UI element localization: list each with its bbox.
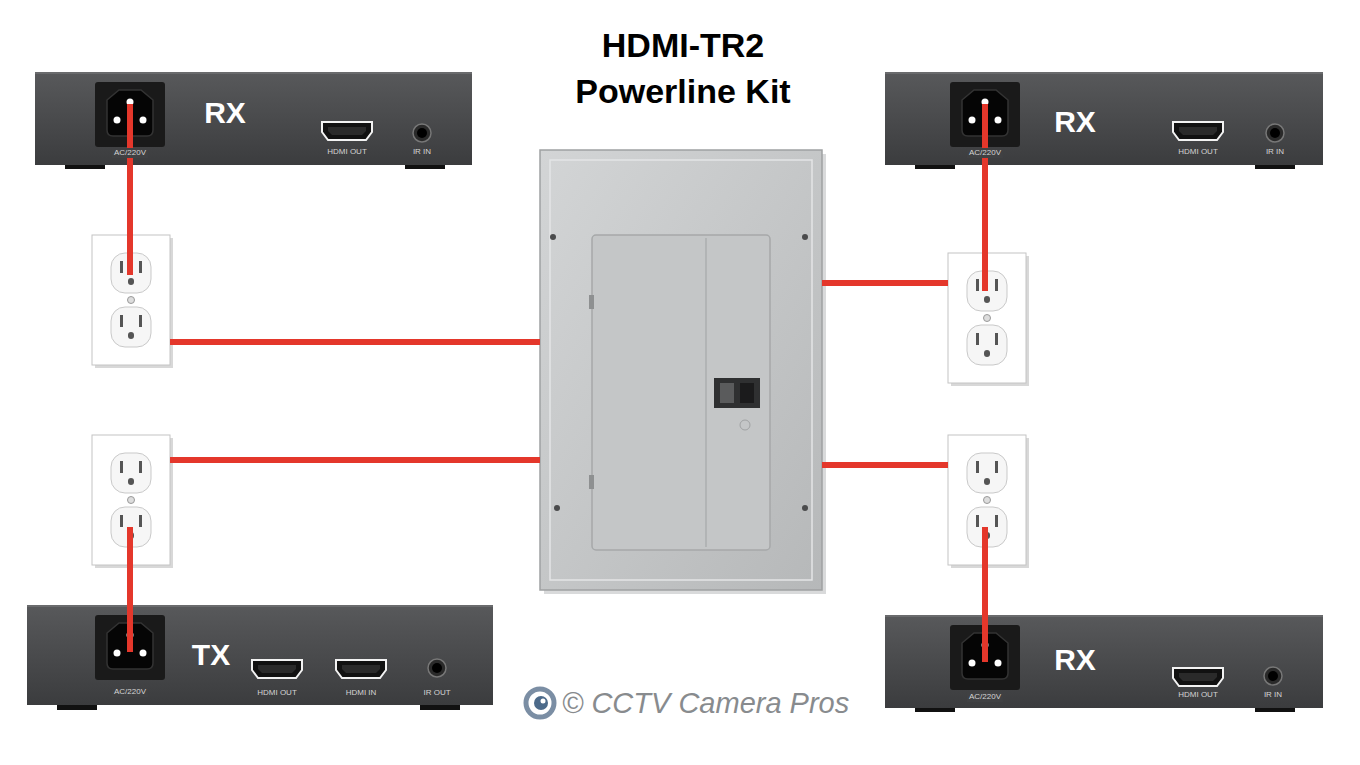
device-name: RX [204, 98, 246, 128]
device-housings [27, 72, 1323, 712]
device-ports [95, 82, 1284, 690]
port-label: HDMI OUT [1176, 147, 1220, 157]
port-label: IR IN [1264, 147, 1286, 157]
wall-outlets [92, 235, 1029, 568]
device-box: TX AC/220V HDMI OUT HDMI IN IR OUT [27, 605, 493, 705]
port-label: HDMI OUT [325, 147, 369, 157]
port-label: IR IN [1262, 690, 1284, 700]
watermark-logo [526, 689, 554, 717]
port-label: AC/220V [112, 148, 148, 158]
device-name: RX [1054, 645, 1096, 675]
port-label: IR OUT [421, 688, 452, 698]
port-label: HDMI OUT [255, 688, 299, 698]
port-label: IR IN [411, 147, 433, 157]
device-name: RX [1054, 107, 1096, 137]
device-name: TX [192, 640, 230, 670]
device-box: RX AC/220V HDMI OUT IR IN [885, 72, 1323, 165]
power-wires [130, 104, 985, 662]
port-label: AC/220V [112, 687, 148, 697]
port-label: HDMI IN [344, 688, 379, 698]
port-label: AC/220V [967, 692, 1003, 702]
watermark: © CCTV Camera Pros [562, 689, 849, 718]
breaker-panel [540, 150, 826, 594]
diagram-title: HDMI-TR2 Powerline Kit [543, 22, 823, 114]
device-box: RX AC/220V HDMI OUT IR IN [35, 72, 472, 165]
port-label: HDMI OUT [1176, 690, 1220, 700]
device-box: RX AC/220V HDMI OUT IR IN [885, 615, 1323, 708]
port-label: AC/220V [967, 148, 1003, 158]
